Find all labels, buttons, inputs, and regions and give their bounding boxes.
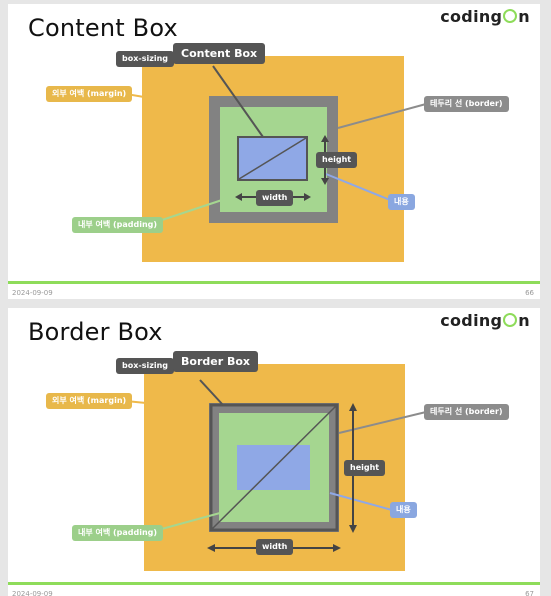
padding-tag: 내부 여백 (padding)	[72, 525, 164, 541]
footer-date: 2024-09-09	[12, 289, 53, 297]
diagram-lines	[125, 379, 427, 552]
footer-line	[8, 582, 540, 585]
padding-tag: 내부 여백 (padding)	[72, 217, 164, 233]
box-sizing-tag: box-sizing	[116, 358, 175, 374]
footer-date: 2024-09-09	[12, 590, 53, 596]
content-tag: 내용	[388, 194, 415, 210]
width-tag: width	[256, 190, 294, 206]
footer-page: 66	[525, 289, 534, 297]
box-sizing-tag: box-sizing	[116, 51, 175, 67]
border-tag: 테두리 선 (border)	[424, 96, 509, 112]
mode-tag: Content Box	[173, 43, 266, 64]
diagram-lines	[125, 65, 427, 223]
margin-tag: 외부 여백 (margin)	[46, 393, 133, 409]
footer-line	[8, 281, 540, 284]
margin-tag: 외부 여백 (margin)	[46, 86, 133, 102]
width-tag: width	[256, 539, 294, 555]
footer-page: 67	[525, 590, 534, 596]
height-tag: height	[344, 460, 386, 476]
slide-title: Border Box	[28, 318, 163, 346]
slide-title: Content Box	[28, 14, 178, 42]
border-tag: 테두리 선 (border)	[424, 404, 509, 420]
content-tag: 내용	[390, 502, 417, 518]
mode-tag: Border Box	[173, 351, 258, 372]
height-tag: height	[316, 152, 358, 168]
